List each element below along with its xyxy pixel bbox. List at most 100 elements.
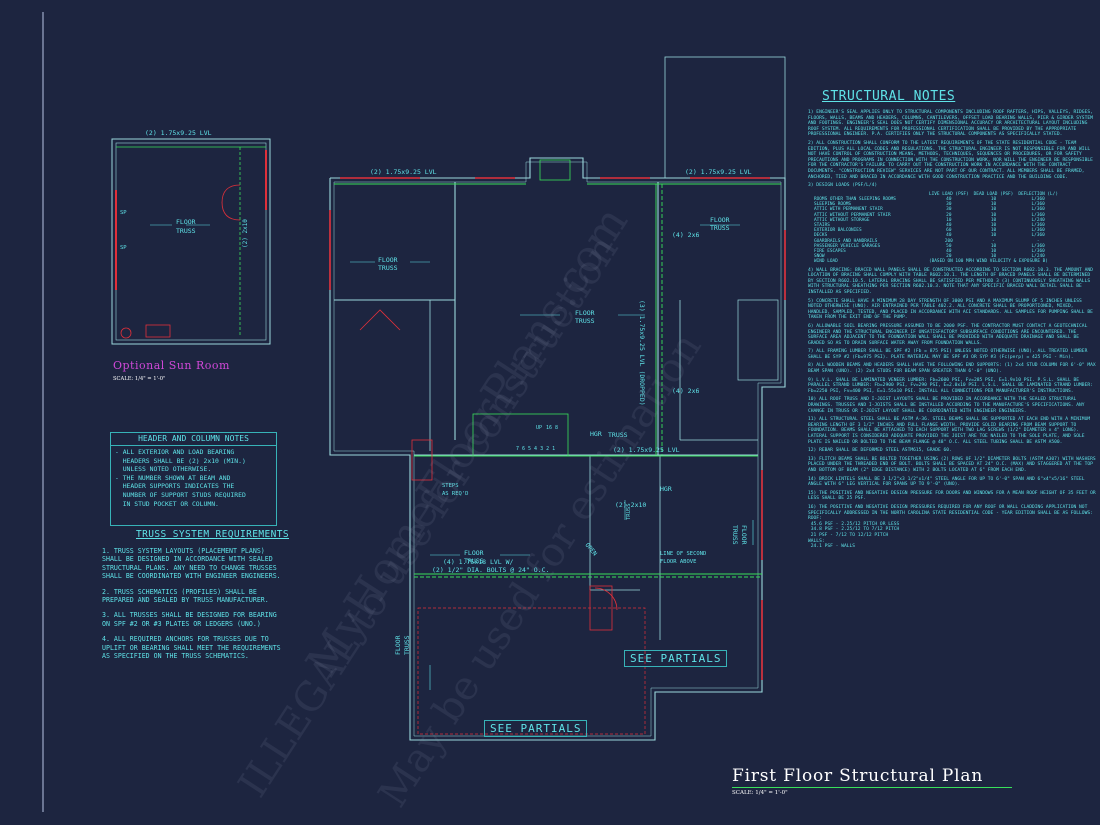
structural-note-3: 3) DESIGN LOADS (PSF/L/4) [808, 183, 878, 189]
as-reqd-label: AS REQ'D [442, 491, 469, 497]
stair-nums-label: 7 6 5 4 3 2 1 [516, 446, 555, 452]
sun-room-beam-label: (2) 1.75x9.25 LVL [145, 129, 212, 137]
loads-cell: 10 [946, 217, 952, 223]
lvl-top-right-label: (2) 1.75x9.25 LVL [685, 168, 752, 176]
truss-label-1: TRUSS [378, 264, 398, 272]
loads-cell: 10 [990, 222, 997, 228]
truss-label-4: TRUSS [464, 557, 484, 565]
loads-cell: ATTIC WITHOUT STORAGE [814, 217, 870, 223]
loads-cell: L/360 [1031, 222, 1045, 228]
truss-requirements-title: TRUSS SYSTEM REQUIREMENTS [136, 529, 289, 540]
header-column-notes-box: HEADER AND COLUMN NOTES - ALL EXTERIOR A… [110, 432, 277, 526]
sun-room-2x10-label: (2) 2x10 [242, 219, 249, 248]
loads-header-row: LIVE LOAD (PSF)DEAD LOAD (PSF)DEFLECTION… [814, 192, 1063, 197]
loads-cell: - [992, 238, 995, 244]
loads-cell: 10 [990, 254, 997, 260]
loads-cell: 10 [990, 202, 997, 208]
loads-cell: DECKS [814, 233, 828, 239]
sun-room-step [145, 324, 171, 338]
loads-cell: L/360 [1031, 233, 1045, 239]
loads-cell: 20 [946, 254, 952, 260]
plan-scale: SCALE: 1/4" = 1'-0" [732, 790, 788, 796]
loads-cell: 200 [944, 238, 953, 244]
exterior-wall [329, 157, 786, 741]
stair-outline [472, 413, 569, 457]
loads-cell: 30 [946, 207, 952, 213]
loads-row: DECKS 40 10 L/360 [814, 233, 1063, 238]
structural-note-11: 11) ALL STRUCTURAL STEEL SHALL BE ASTM A… [808, 417, 1093, 445]
structural-note-16: 16) THE POSITIVE AND NEGATIVE DESIGN PRE… [808, 504, 1093, 550]
loads-cell: 40 [946, 196, 952, 202]
stair-top-label: 16 8 [546, 425, 558, 431]
loads-cell: L/240 [1031, 217, 1045, 223]
floor-label-6: FLOOR [740, 525, 748, 545]
line-second-label: LINE OF SECOND [660, 551, 706, 557]
door-swing-1 [594, 587, 618, 611]
sun-room-title: Optional Sun Room [113, 359, 230, 372]
loads-cell: SLEEPING ROOMS [814, 202, 852, 208]
open-label: OPEN [583, 542, 598, 558]
loads-cell: LIVE LOAD (PSF) [929, 191, 969, 197]
loads-cell: L/240 [1031, 254, 1045, 260]
loads-cell: 40 [946, 248, 952, 254]
lvl-dropped-label: (3) 1.75x9.25 LVL (DROPPED) [638, 300, 646, 406]
main-plan-beams [334, 159, 781, 578]
loads-cell: PASSENGER VEHICLE GARAGES [814, 243, 881, 249]
structural-notes: 1) ENGINEER'S SEAL APPLIES ONLY TO STRUC… [808, 110, 1098, 553]
steps-label: STEPS [442, 483, 459, 489]
truss-requirement-3: 3. ALL TRUSSES SHALL BE DESIGNED FOR BEA… [102, 611, 281, 628]
structural-note-13: 13) FLITCH BEAMS SHALL BE BOLTED TOGETHE… [808, 456, 1099, 473]
loads-cell: - [1036, 238, 1040, 244]
loads-cell: 10 [990, 212, 997, 218]
header-notes-body: - ALL EXTERIOR AND LOAD BEARING HEADERS … [115, 448, 246, 508]
sun-room-labels: (2) 1.75x9.25 LVL FLOOR TRUSS SP SP (2) … [120, 129, 249, 251]
loads-cell: 40 [946, 233, 952, 239]
loads-cell: 10 [990, 233, 997, 239]
sun-room-sp-label: SP [120, 210, 127, 216]
loads-cell: 10 [990, 196, 997, 202]
main-plan-walls [329, 56, 786, 741]
truss-requirement-1: 1. TRUSS SYSTEM LAYOUTS (PLACEMENT PLANS… [102, 547, 281, 581]
loads-cell: STAIRS [814, 222, 830, 228]
loads-cell: 10 [990, 207, 997, 213]
loads-cell: L/360 [1031, 196, 1045, 202]
design-loads-table: LIVE LOAD (PSF)DEAD LOAD (PSF)DEFLECTION… [814, 192, 1063, 265]
loads-cell: ROOMS OTHER THAN SLEEPING ROOMS [814, 196, 896, 202]
loads-cell: L/360 [1031, 243, 1045, 249]
sun-room-fixture [120, 327, 132, 339]
loads-row: ROOMS OTHER THAN SLEEPING ROOMS 40 10 L/360 [814, 197, 1063, 202]
hgr-label-2: HGR [590, 430, 602, 438]
hdr-2x6-b: (4) 2x6 [672, 387, 699, 395]
cabinet-block [737, 299, 779, 381]
floor-label-3: FLOOR [710, 216, 730, 224]
loads-cell: L/360 [1031, 212, 1045, 218]
floor-label-4: FLOOR [464, 549, 484, 557]
structural-note-8: 8) ALL WOODEN BEAMS AND HEADERS SHALL HA… [808, 363, 1099, 375]
garage-doors [417, 607, 646, 735]
structural-note-2: 2) ALL CONSTRUCTION SHALL CONFORM TO THE… [808, 140, 1096, 180]
rear-deck-outline [664, 56, 786, 179]
truss-requirements-list: 1. TRUSS SYSTEM LAYOUTS (PLACEMENT PLANS… [102, 547, 287, 667]
truss-label-3: TRUSS [710, 224, 730, 232]
sun-room-floor-label: FLOOR [176, 218, 196, 226]
sun-room-door-swing [221, 184, 241, 221]
see-partials-bottom: SEE PARTIALS [484, 720, 588, 737]
loads-cell: L/360 [1031, 228, 1045, 234]
structural-notes-title: STRUCTURAL NOTES [822, 89, 956, 104]
see-partials-right: SEE PARTIALS [624, 650, 728, 667]
hdr-2x10-label: (2) 2x10 [615, 501, 646, 509]
loads-cell: WIND LOAD [814, 259, 838, 265]
loads-cell: ATTIC WITHOUT PERMANENT STAIR [814, 212, 891, 218]
structural-note-7: 7) ALL FRAMING LUMBER SHALL BE SPF #2 (F… [808, 349, 1091, 360]
loads-cell: 20 [946, 212, 952, 218]
stair-up-label: UP [536, 425, 542, 431]
loads-cell: 50 [946, 243, 952, 249]
loads-row: ATTIC WITHOUT PERMANENT STAIR 20 10 L/360 [814, 213, 1063, 218]
loads-cell: 30 [946, 202, 952, 208]
loads-cell: 10 [990, 248, 997, 254]
loads-row: WIND LOAD(BASED ON 100 MPH WIND VELOCITY… [814, 259, 1063, 264]
